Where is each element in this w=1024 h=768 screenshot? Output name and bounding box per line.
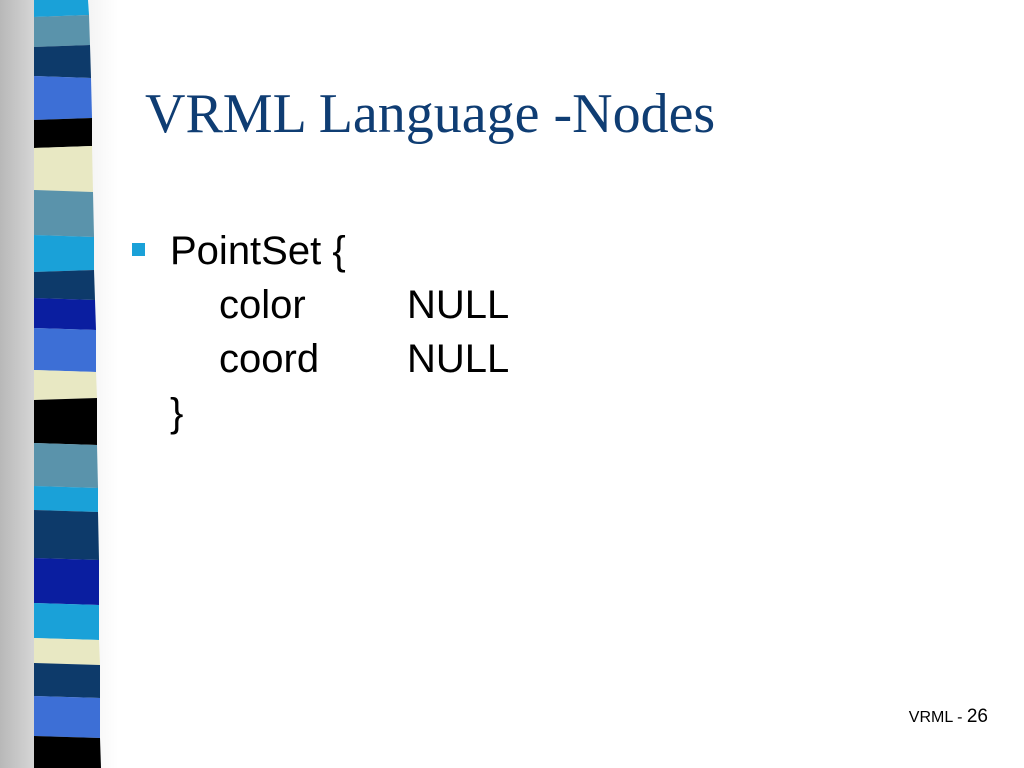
field-name: coord [219, 337, 320, 381]
field-line-color: color NULL [170, 278, 509, 332]
field-name: color [219, 283, 306, 327]
strip-blocks [34, 0, 101, 768]
slide-footer: VRML - 26 [909, 706, 988, 728]
square-bullet-icon [132, 243, 145, 256]
slide-title: VRML Language -Nodes [145, 83, 716, 145]
field-value: NULL [407, 337, 510, 381]
node-declaration: PointSet { [170, 229, 346, 273]
footer-label: VRML - [908, 709, 967, 726]
field-value: NULL [407, 283, 510, 327]
decorative-strip [34, 0, 102, 768]
field-line-coord: coord NULL [170, 332, 509, 386]
node-closing-brace: } [170, 391, 184, 435]
page-number: 26 [966, 706, 988, 727]
